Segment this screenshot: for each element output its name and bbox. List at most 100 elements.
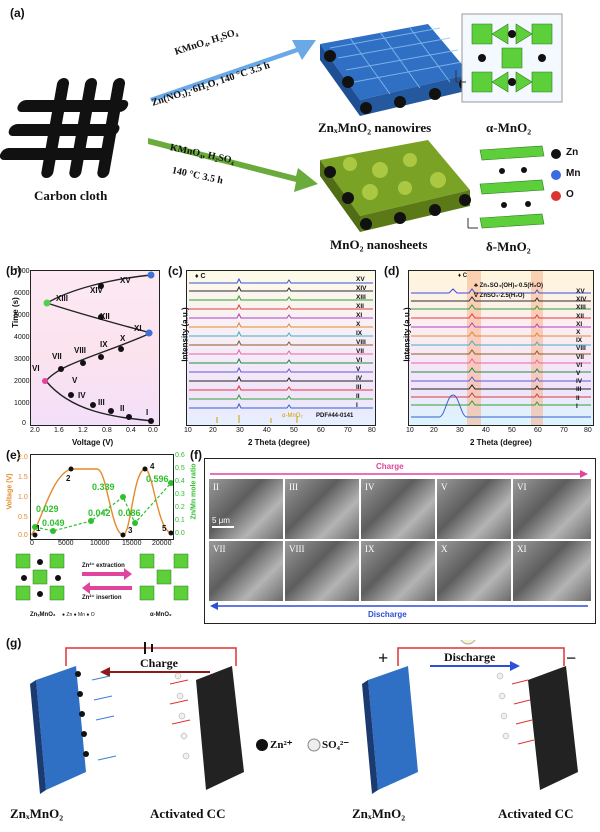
- panel-b-point-label: III: [98, 398, 105, 407]
- panel-c-xtick: 10: [184, 427, 192, 434]
- panel-b-point-label: XIV: [90, 286, 103, 295]
- sem-image: II: [208, 478, 284, 540]
- panel-c-pdf: PDF#44-0141: [316, 413, 354, 419]
- panel-b-point-label: VI: [32, 364, 40, 373]
- panel-e-ytick-left: 0.5: [18, 514, 28, 521]
- panel-b-point-label: XII: [100, 312, 110, 321]
- so4-ion-legend: SO₄²⁻: [322, 739, 350, 751]
- sem-image: V: [436, 478, 512, 540]
- xrd-curve-label: I: [576, 402, 578, 410]
- panel-e-point-label: 3: [128, 526, 133, 535]
- panel-e-ytick-right: 0.1: [175, 517, 185, 524]
- sem-image: VIII: [284, 540, 360, 602]
- xrd-curve-label: V: [356, 366, 361, 373]
- xrd-curve-label: I: [356, 402, 358, 409]
- delta-mno2-structure: [467, 145, 545, 229]
- sem-image: IV: [360, 478, 436, 540]
- panel-g-schematic: [30, 640, 578, 794]
- panel-d-xtick: 30: [456, 427, 464, 434]
- scale-bar: [212, 526, 234, 528]
- xrd-curve-label: V: [576, 370, 581, 377]
- panel-d-xtick: 60: [534, 427, 542, 434]
- left-anode-label: ZnₓMnO₂: [10, 806, 64, 821]
- panel-e-point-label: 1: [36, 524, 41, 533]
- nanosheets-illustration: [320, 140, 471, 232]
- panel-e-ytick-right: 0.5: [175, 465, 185, 472]
- panel-b-point-label: XIII: [56, 294, 69, 303]
- panel-e-xtick: 20000: [152, 540, 172, 547]
- panel-b-point-label: VII: [52, 352, 62, 361]
- xrd-curve-label: IV: [576, 378, 583, 386]
- sem-image: III: [284, 478, 360, 540]
- panel-e-plot: [30, 454, 174, 540]
- panel-b-xlabel: Voltage (V): [72, 438, 114, 447]
- panel-b-point-label: I: [146, 408, 149, 417]
- panel-e-ytick-right: 0.0: [175, 530, 185, 537]
- panel-e-value: 0.086: [118, 508, 141, 518]
- panel-d-legend-zhs: ♣ Zn₄SO₄(OH)₆·0.5(H₂O): [474, 283, 544, 289]
- top-reaction-arrow: [150, 40, 316, 102]
- o-legend-dot: [551, 191, 561, 201]
- panel-e-value: 0.339: [92, 482, 115, 492]
- panel-b-ytick: 3000: [14, 356, 30, 363]
- panel-b-xtick: 2.0: [30, 427, 40, 434]
- panel-b-point-label: V: [72, 376, 78, 385]
- o-legend-label: O: [566, 189, 574, 200]
- right-anode-label: ZnₓMnO₂: [352, 806, 406, 821]
- panel-b-point-label: II: [120, 404, 125, 413]
- panel-c-xtick: 20: [209, 427, 217, 434]
- xrd-curve-label: III: [576, 386, 582, 394]
- xrd-curve-label: XIV: [576, 296, 587, 304]
- panel-b-ytick: 7000: [14, 268, 30, 275]
- sem-image: XI: [512, 540, 592, 602]
- panel-b-point-label: X: [120, 334, 126, 343]
- xrd-curve-label: II: [576, 394, 580, 402]
- xrd-curve-label: IV: [356, 375, 363, 382]
- panel-e-ytick-right: 0.6: [175, 452, 185, 459]
- panel-e-point-label: 5: [162, 524, 167, 533]
- panel-e-xtick: 15000: [122, 540, 142, 547]
- xrd-curve-label: VI: [356, 357, 363, 364]
- panel-e-ytick-left: 2.0: [18, 454, 28, 461]
- right-cathode-label: Activated CC: [498, 806, 574, 821]
- xrd-curve-label: XV: [356, 276, 365, 283]
- bottom-reaction-arrow: [148, 138, 318, 192]
- panel-e-value: 0.596: [146, 474, 169, 484]
- panel-c-xtick: 60: [317, 427, 325, 434]
- panel-a-label: (a): [10, 6, 25, 20]
- panel-b-xtick: 1.6: [54, 427, 64, 434]
- panel-e-atom-legend: ● Zn ● Mn ● O: [62, 612, 95, 618]
- nanowires-label: ZnₓMnO₂ nanowires: [318, 120, 432, 135]
- panel-e-ytick-right: 0.3: [175, 491, 185, 498]
- panel-b-xtick: 0.8: [102, 427, 112, 434]
- panel-a-figure: [0, 13, 563, 232]
- mn-legend-dot: [551, 170, 561, 180]
- panel-g-label: (g): [6, 636, 22, 650]
- panel-e-ylabel-right: Zn/Mn mole ratio: [190, 463, 198, 520]
- carbon-cloth-illustration: [0, 78, 129, 178]
- panel-b-point-label: IX: [100, 340, 108, 349]
- panel-c-xtick: 40: [263, 427, 271, 434]
- panel-d-xtick: 10: [406, 427, 414, 434]
- panel-d-curves: [411, 271, 591, 425]
- panel-e-left-caption: ZnₓMnO₂: [30, 612, 56, 618]
- panel-d-label: (d): [384, 264, 400, 278]
- alpha-mno2-label: α-MnO₂: [486, 120, 532, 135]
- xrd-curve-label: III: [356, 384, 362, 391]
- nanowires-illustration: [320, 24, 471, 116]
- panel-e-xtick: 10000: [90, 540, 110, 547]
- panel-b-ytick: 4000: [14, 334, 30, 341]
- panel-d-legend-c: ♦ C: [458, 273, 468, 279]
- panel-b-ytick: 0: [22, 420, 26, 427]
- panel-c-legend: ♦ C: [195, 273, 206, 280]
- panel-b-xtick: 0.4: [126, 427, 136, 434]
- scale-bar-label: 5 μm: [212, 516, 230, 525]
- xrd-curve-label: VII: [576, 353, 584, 361]
- panel-b-ytick: 5000: [14, 312, 30, 319]
- xrd-curve-label: II: [356, 393, 360, 400]
- panel-d-xlabel: 2 Theta (degree): [470, 438, 532, 447]
- panel-e-ytick-right: 0.2: [175, 504, 185, 511]
- delta-mno2-label: δ-MnO₂: [486, 239, 531, 254]
- xrd-curve-label: XI: [356, 312, 363, 319]
- zn-ion-legend: Zn²⁺: [270, 739, 293, 751]
